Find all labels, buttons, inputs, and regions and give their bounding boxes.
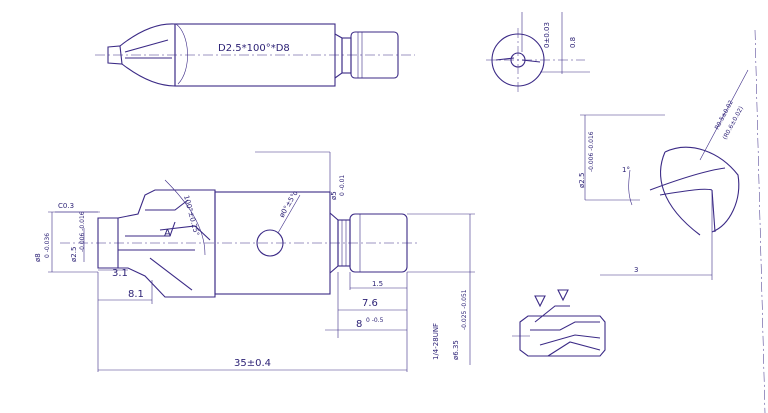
label-end-0-8: 0.8: [569, 37, 577, 48]
label-dia8: ø8: [34, 253, 42, 262]
top-view-tool: D2.5*100°*D8: [95, 23, 415, 87]
label-dia6-35: ø6.35: [452, 340, 460, 360]
label-angle-100: 100°±0.25°: [182, 194, 201, 236]
main-view-tool: A: [60, 189, 420, 298]
label-detail-3: 3: [634, 266, 638, 274]
label-top-designation: D2.5*100°*D8: [218, 43, 290, 54]
label-dia2-5-tol: -0.006 -0.016: [79, 211, 86, 252]
label-dia5-tol: 0 -0.01: [339, 175, 346, 196]
label-dim-1-5: 1.5: [372, 280, 383, 288]
main-view-dimensions: C0.3 ø8 0 -0.036 ø2.5 -0.006 -0.016 3.1 …: [34, 151, 475, 372]
detail-view-tip: ø2.5 -0.006 -0.016 R0.5±0.02 (R0.6±0.02)…: [578, 29, 766, 413]
end-view: 0±0.03 0.8: [486, 12, 590, 92]
section-a-detail: [512, 289, 606, 357]
label-end-0-03: 0±0.03: [543, 22, 551, 48]
label-detail-dia: ø2.5: [578, 173, 586, 188]
label-dim-35: 35±0.4: [234, 358, 271, 369]
label-dia5: ø5: [330, 191, 338, 200]
label-hole-2: 0: [292, 190, 300, 197]
label-dim-7-6: 7.6: [362, 298, 378, 309]
label-dia8-tol: 0 -0.036: [44, 233, 51, 258]
label-dia2-5: ø2.5: [70, 247, 78, 262]
label-dim-8-1: 8.1: [128, 289, 144, 300]
label-dim-3-1: 3.1: [112, 268, 128, 279]
label-detail-angle: 1°: [622, 166, 630, 174]
label-dim-8: 8: [356, 319, 362, 330]
label-dia6-35-tol: -0.025 -0.051: [461, 289, 468, 330]
label-thread: 1/4-28UNF: [432, 323, 440, 360]
label-section-a: A: [164, 228, 171, 239]
label-dim-8-tol: 0 -0.5: [366, 317, 384, 324]
label-detail-dia-tol: -0.006 -0.016: [588, 131, 595, 172]
label-chamfer: C0.3: [58, 202, 74, 210]
